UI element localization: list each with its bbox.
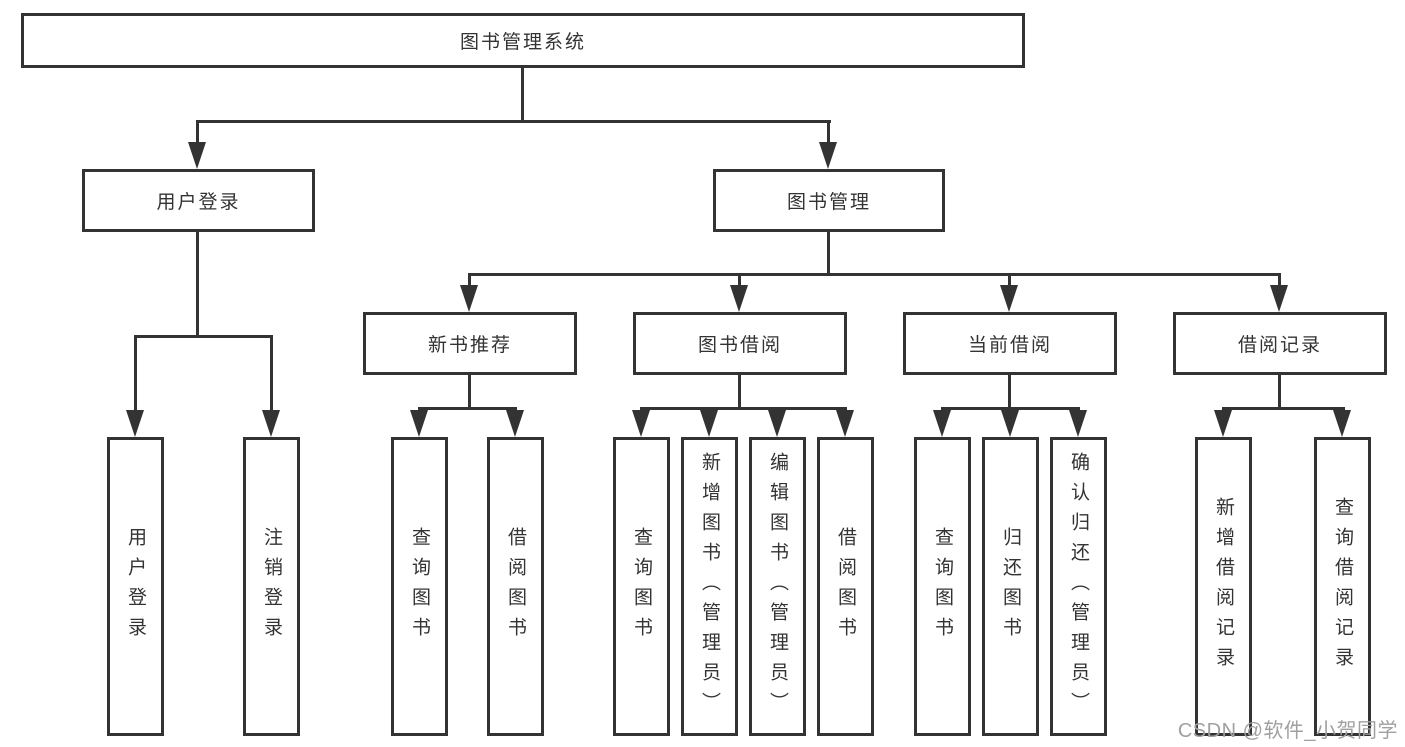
node-book-management: 图书管理 [713,169,945,232]
connector-book-mgmt-drop [827,232,830,273]
leaf-return-books: 归还图书 [982,437,1039,736]
connector-leaf-rail [640,407,847,410]
connector-level2-rail [196,120,831,123]
connector-leaf-rail [418,407,517,410]
arrow-down-icon [933,410,951,437]
leaf-query-books: 查询图书 [613,437,670,736]
leaf-query-books: 查询图书 [914,437,971,736]
connector-section-stem [468,273,471,285]
arrow-down-icon [262,410,280,437]
arrow-down-icon [506,410,524,437]
connector-user-login-drop [196,232,199,335]
arrow-down-icon [819,142,837,169]
arrow-down-icon [1000,285,1018,312]
arrow-down-icon [188,142,206,169]
connector-level3-rail [468,273,1281,276]
connector-leaf-rail [1222,407,1345,410]
leaf-confirm-return-admin: 确认归还（管理员） [1050,437,1107,736]
leaf-edit-books-admin: 编辑图书（管理员） [749,437,806,736]
connector-root-stem [521,68,524,120]
connector-section-drop [1008,375,1011,407]
arrow-down-icon [768,410,786,437]
arrow-down-icon [126,410,144,437]
node-borrow-record: 借阅记录 [1173,312,1387,375]
leaf-add-borrow-record: 新增借阅记录 [1195,437,1252,736]
arrow-down-icon [1069,410,1087,437]
arrow-down-icon [730,285,748,312]
connector-section-stem [1008,273,1011,285]
leaf-add-books-admin: 新增图书（管理员） [681,437,738,736]
node-library-system: 图书管理系统 [21,13,1025,68]
leaf-query-books: 查询图书 [391,437,448,736]
connector-book-mgmt-stem [827,120,830,142]
arrow-down-icon [632,410,650,437]
node-current-borrow: 当前借阅 [903,312,1117,375]
connector-user-login-rail [134,335,273,338]
connector-section-stem [738,273,741,285]
node-new-book-recommend: 新书推荐 [363,312,577,375]
leaf-query-borrow-record: 查询借阅记录 [1314,437,1371,736]
leaf-logout: 注销登录 [243,437,300,736]
arrow-down-icon [1214,410,1232,437]
leaf-borrow-books: 借阅图书 [817,437,874,736]
arrow-down-icon [836,410,854,437]
node-user-login: 用户登录 [82,169,315,232]
connector-leaf-rail [941,407,1080,410]
arrow-down-icon [700,410,718,437]
connector-leaf-stem [270,335,273,410]
arrow-down-icon [1333,410,1351,437]
connector-section-drop [738,375,741,407]
connector-user-login-stem [196,120,199,142]
leaf-borrow-books: 借阅图书 [487,437,544,736]
arrow-down-icon [410,410,428,437]
arrow-down-icon [460,285,478,312]
connector-section-drop [468,375,471,407]
connector-leaf-stem [134,335,137,410]
csdn-watermark: CSDN @软件_小贺同学 [1177,720,1398,742]
connector-section-drop [1278,375,1281,407]
leaf-user-login: 用户登录 [107,437,164,736]
connector-section-stem [1278,273,1281,285]
arrow-down-icon [1270,285,1288,312]
arrow-down-icon [1001,410,1019,437]
node-book-borrow: 图书借阅 [633,312,847,375]
